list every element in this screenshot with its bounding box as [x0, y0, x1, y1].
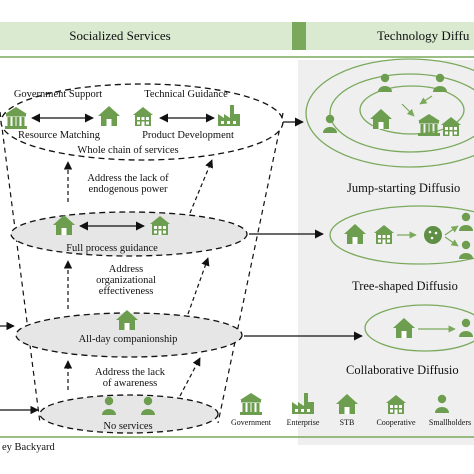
label-address-organizational: Address organizational effectiveness [96, 264, 156, 297]
diagonal-arrow [187, 257, 210, 315]
jump-outer-ring [305, 58, 474, 168]
label-full-process: Full process guidance [66, 243, 158, 254]
tree-ring [329, 205, 474, 265]
label-address-endogenous: Address the lack of endogenous power [87, 173, 168, 195]
funnel-left-edge [0, 111, 41, 424]
jump-inner-ring [359, 85, 465, 135]
label-technical-guidance: Technical Guidance [144, 89, 228, 100]
label-line: effectiveness [98, 286, 154, 298]
label-government-support: Government Support [13, 89, 103, 100]
tree-arrow [444, 236, 459, 247]
collab-ring [364, 304, 474, 352]
label-whole-chain: Whole chain of services [77, 145, 179, 156]
label-line: organizational [96, 275, 156, 287]
label-jump-starting: Jump-starting Diffusio [347, 181, 461, 195]
legend-smallholders-label: Smallholders [428, 418, 472, 427]
legend-government-label: Government [231, 418, 271, 427]
level-no-services [39, 394, 219, 434]
header-technology-bg [306, 22, 474, 50]
header-divider [292, 22, 306, 50]
tree-node [424, 226, 442, 244]
label-line: Address the lack of [87, 173, 169, 184]
label-line: of awareness [102, 378, 158, 390]
legend-enterprise-label: Enterprise [286, 418, 320, 427]
jump-arrow [419, 95, 433, 105]
jump-arrow [401, 103, 415, 117]
diagonal-arrow [189, 159, 213, 214]
tree-arrow [444, 225, 459, 236]
label-product-development: Product Development [142, 130, 234, 141]
funnel-right-edge [217, 112, 284, 424]
header-socialized-bg [0, 22, 292, 50]
label-collaborative: Collaborative Diffusio [346, 363, 459, 377]
header-socialized-services: Socialized Services [69, 28, 171, 43]
header-technology-diffusion: Technology Diffu [377, 28, 470, 43]
label-all-day: All-day companionship [78, 334, 178, 345]
footer-backyard-label: ey Backyard [2, 442, 55, 453]
jump-middle-ring [329, 73, 474, 153]
label-tree-shaped: Tree-shaped Diffusio [352, 279, 458, 293]
label-no-services: No services [103, 421, 153, 432]
legend-stb-label: STB [339, 418, 355, 427]
label-resource-matching: Resource Matching [18, 130, 100, 141]
diagonal-arrow [179, 357, 201, 397]
label-line: Address the lack [95, 367, 165, 378]
label-line: endogenous power [88, 184, 168, 196]
label-line: Address [108, 264, 144, 275]
legend-government-icon [240, 393, 262, 415]
legend-cooperative-label: Cooperative [376, 418, 416, 427]
label-address-awareness: Address the lack of awareness [95, 367, 165, 389]
